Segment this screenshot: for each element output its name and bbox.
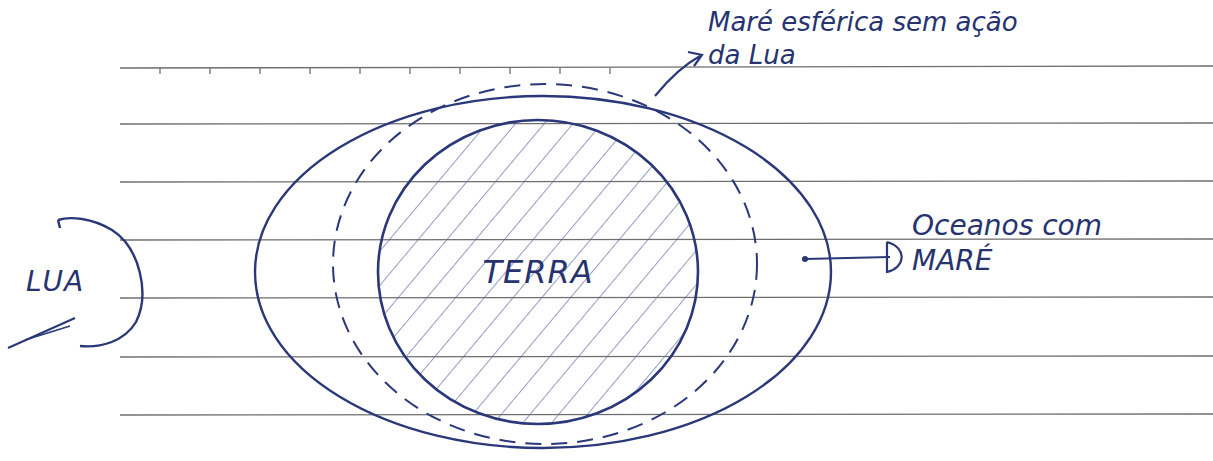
tick <box>359 68 360 74</box>
annotation-note: Maré esférica sem ação da Lua <box>708 6 1038 71</box>
leader-arrow <box>805 257 890 259</box>
spherical-ocean-dashed <box>333 84 757 444</box>
moon-shape: LUA <box>0 214 150 348</box>
tick <box>409 68 410 74</box>
node-label: TERRA <box>376 253 700 291</box>
moon-stroke <box>8 318 75 348</box>
node-label: LUA <box>0 265 110 298</box>
tick <box>259 68 260 74</box>
tick <box>209 68 210 74</box>
moon-stroke <box>25 326 70 340</box>
ruled-line <box>120 414 1213 415</box>
moon-arc <box>58 220 60 228</box>
tick <box>159 68 160 74</box>
tick <box>309 68 310 74</box>
tidal-ellipse <box>255 96 831 448</box>
annotation-note: Oceanos com MARÉ <box>912 208 1122 278</box>
tick <box>609 68 610 74</box>
arrow-head <box>887 242 902 272</box>
leader-arrow <box>655 56 700 96</box>
ruler-ticks <box>160 68 610 74</box>
ruled-line <box>120 66 1213 68</box>
tick <box>509 68 510 74</box>
ruled-line <box>120 123 1213 124</box>
tick <box>459 68 460 74</box>
tick <box>559 68 560 74</box>
arrow-head <box>688 52 702 66</box>
earth-circle: TERRA <box>376 118 700 426</box>
